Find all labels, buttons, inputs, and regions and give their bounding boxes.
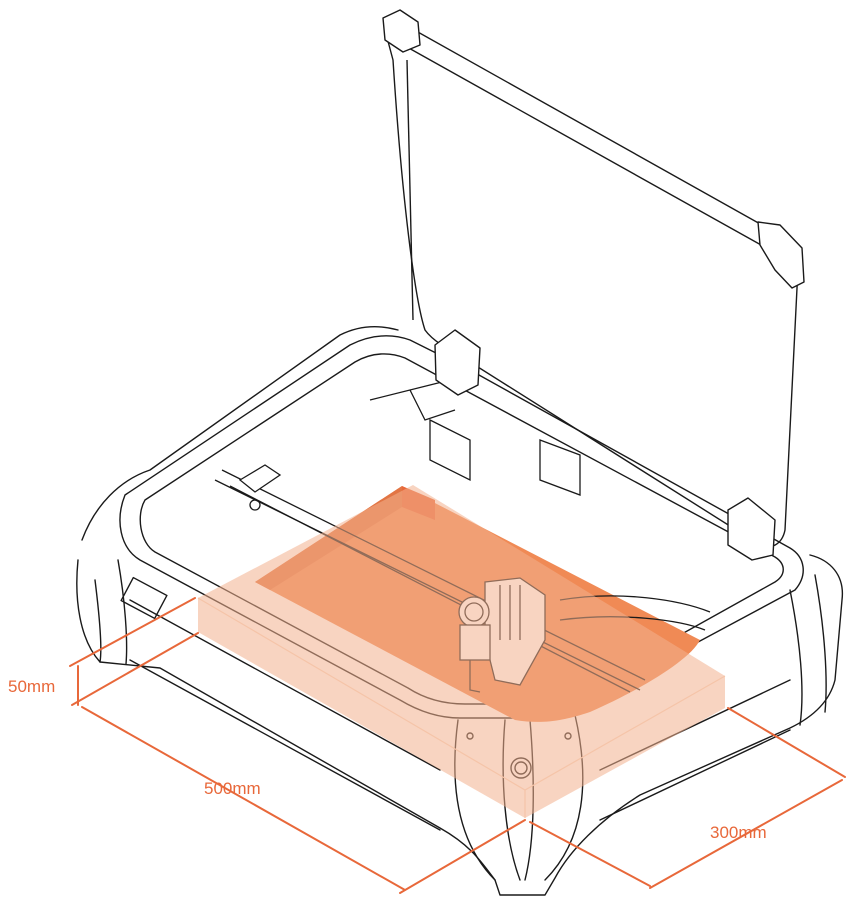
- height-label: 50mm: [8, 677, 55, 697]
- depth-label: 300mm: [710, 823, 767, 843]
- work-area-volume: [198, 485, 725, 818]
- width-label: 500mm: [204, 779, 261, 799]
- lid: [383, 10, 804, 560]
